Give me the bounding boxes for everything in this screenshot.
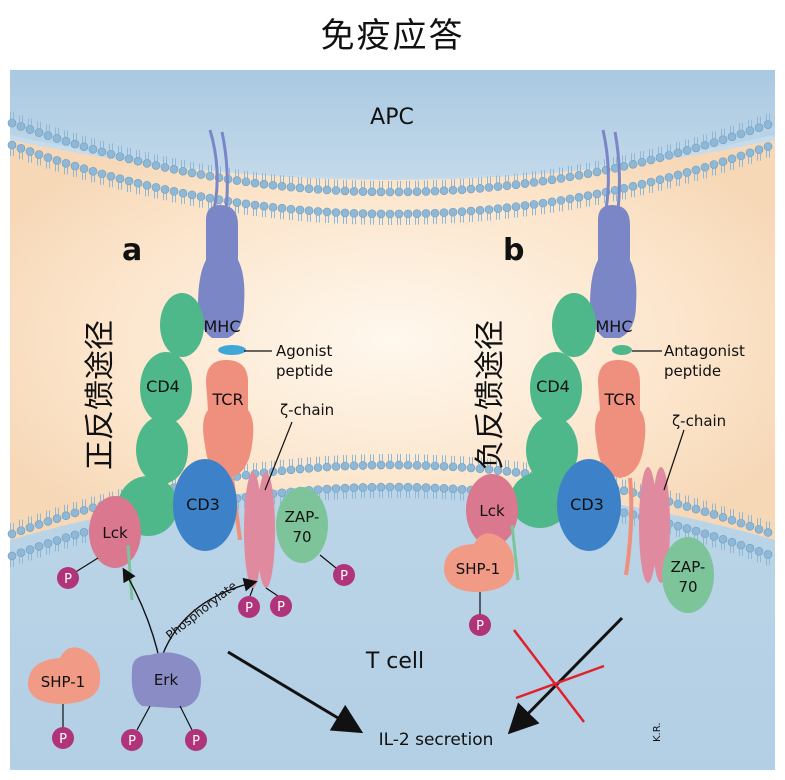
mhc-b-stalk [601, 129, 621, 211]
panel-b: b 负反馈途径 MHC Antagonist peptide TCR CD4 C… [444, 129, 745, 735]
cd3-a-label: CD3 [186, 495, 220, 514]
immune-diagram: APC T cell a 正反馈途径 MHC Agonist peptide T… [7, 70, 775, 770]
tcr-b [595, 360, 646, 478]
zap70-a-label-1: ZAP- [285, 508, 320, 526]
zeta-b-2 [652, 467, 670, 583]
zeta-a-1 [244, 472, 262, 588]
mhc-a-label: MHC [203, 317, 240, 336]
cd3-b [557, 459, 621, 551]
shp1-a [28, 647, 101, 704]
erk [131, 652, 201, 709]
block-cross [513, 629, 605, 723]
tcr-a [203, 360, 254, 478]
phospho-shp1-a: P [52, 704, 74, 749]
svg-text:P: P [128, 734, 136, 749]
artist-signature: K.R. [652, 722, 663, 742]
svg-text:P: P [277, 600, 285, 615]
svg-text:P: P [340, 569, 348, 584]
zap70-a [276, 487, 328, 563]
zap70-b [662, 537, 714, 613]
tcr-a-label: TCR [211, 390, 243, 409]
zap70-a-label-2: 70 [292, 528, 311, 546]
phospho-lck-a: P [57, 557, 99, 589]
cd4-a-label: CD4 [146, 377, 180, 396]
agonist-peptide-a [218, 345, 246, 355]
svg-text:P: P [59, 732, 67, 747]
peptide-b-label-1: Antagonist [664, 342, 745, 360]
phosphorylate-arrow-to-lck [122, 567, 161, 663]
zap70-b-label-1: ZAP- [671, 558, 706, 576]
il2-secretion-label: IL-2 secretion [379, 730, 494, 750]
phospho-erk-2: P [179, 705, 207, 751]
synapse-glow [10, 140, 775, 540]
apc-membrane [7, 112, 773, 225]
peptide-b-label-2: peptide [664, 362, 721, 380]
shp1-b-label: SHP-1 [456, 560, 500, 578]
shp1-a-label: SHP-1 [41, 673, 85, 691]
cd3-b-label: CD3 [570, 495, 604, 514]
cd4-a [118, 293, 204, 536]
t-cell-label: T cell [365, 649, 424, 674]
svg-text:P: P [245, 601, 253, 616]
mhc-a [198, 205, 245, 338]
mhc-b-label: MHC [595, 317, 632, 336]
zeta-b-label: ζ-chain [672, 412, 726, 430]
cd4-b [510, 293, 596, 528]
tcr-b-tail [624, 477, 634, 576]
panel-b-letter: b [503, 233, 524, 268]
peptide-a-label-1: Agonist [276, 342, 332, 360]
svg-text:P: P [64, 572, 72, 587]
arrow-b-to-il2 [507, 616, 624, 735]
figure-title: 免疫应答 [320, 16, 465, 56]
cd4-b-label: CD4 [536, 377, 570, 396]
mhc-a-stalk [208, 129, 229, 211]
shp1-b [444, 533, 515, 592]
apc-region [10, 70, 775, 178]
cd4-b-tail [510, 524, 520, 581]
zeta-a-2 [257, 472, 275, 588]
lck-b-label: Lck [479, 502, 505, 520]
phosphorylate-arrow-to-zeta [159, 577, 258, 663]
zeta-b-1 [639, 467, 657, 583]
phospho-shp1-b: P [469, 592, 491, 636]
peptide-a-label-2: peptide [276, 362, 333, 380]
panel-a-side-label: 正反馈途径 [83, 320, 118, 470]
apc-label: APC [370, 105, 414, 130]
phospho-zap-a: P [319, 554, 355, 586]
lck-a-label: Lck [102, 524, 128, 542]
zeta-b-pointer [663, 429, 685, 491]
cd3-a [173, 459, 237, 551]
svg-text:P: P [192, 734, 200, 749]
lck-b [466, 474, 518, 546]
erk-label: Erk [154, 671, 179, 689]
tcr-b-label: TCR [603, 390, 635, 409]
panel-b-side-label: 负反馈途径 [473, 320, 508, 470]
phospho-zeta-a-2: P [265, 587, 292, 617]
mhc-b [590, 205, 637, 338]
zeta-a-label: ζ-chain [280, 401, 334, 419]
zap70-b-label-2: 70 [678, 578, 697, 596]
zeta-a-pointer [264, 421, 293, 491]
panel-a-letter: a [122, 233, 142, 268]
phospho-erk-1: P [121, 705, 151, 751]
svg-text:P: P [476, 619, 484, 634]
arrow-a-to-il2 [227, 650, 364, 734]
antagonist-peptide-b [612, 345, 632, 355]
